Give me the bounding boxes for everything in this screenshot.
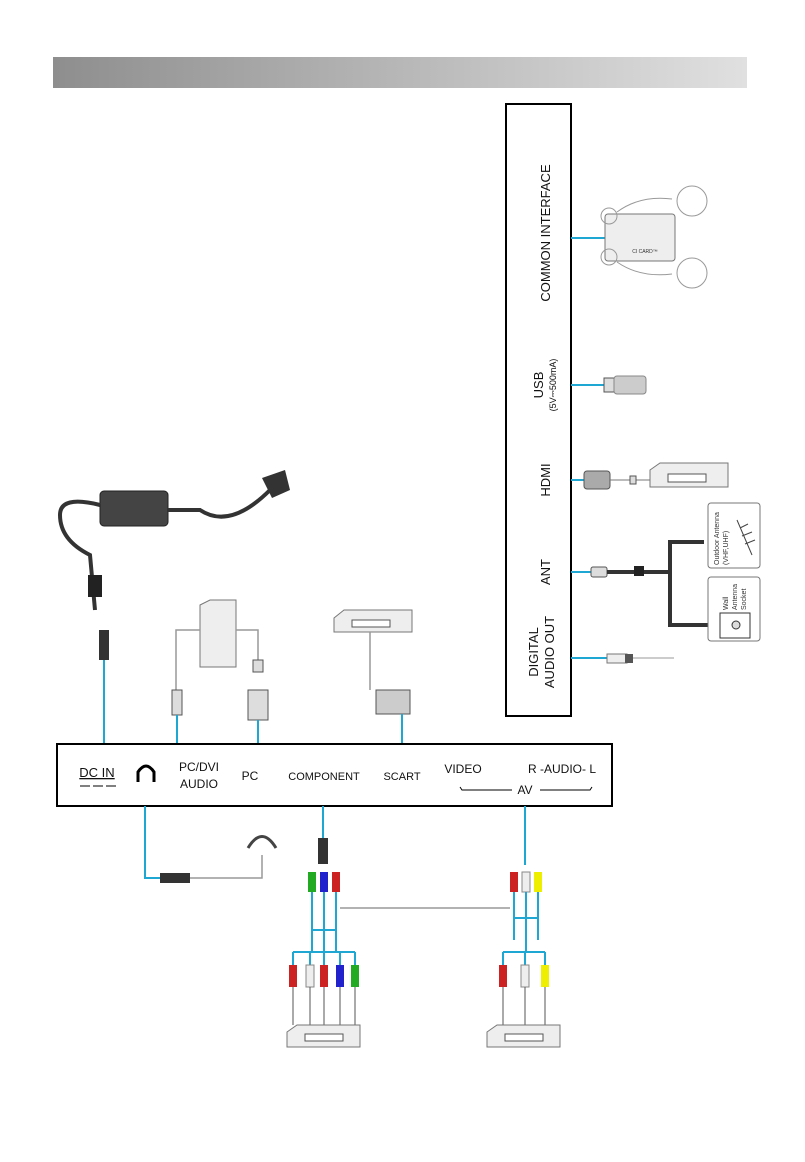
label-audio: R -AUDIO- L: [528, 762, 596, 776]
port-label-audio-out: AUDIO OUT: [542, 616, 557, 688]
antenna-connection: Outdoor Antenna (VHF,UHF) Wall Antenna S…: [571, 503, 760, 641]
outdoor-antenna-label: Outdoor Antenna: [714, 512, 721, 565]
scart-player: [334, 610, 412, 744]
label-pc: PC: [242, 769, 259, 783]
port-label-ant: ANT: [538, 559, 553, 585]
label-component: COMPONENT: [288, 771, 360, 783]
usb-plug: [571, 376, 646, 394]
port-sublabel-usb: (5V⎓500mA): [548, 359, 558, 412]
label-dc-in: DC IN: [79, 765, 114, 780]
label-pc-dvi: PC/DVI: [179, 760, 219, 774]
label-video: VIDEO: [444, 762, 481, 776]
label-pc-dvi-audio: AUDIO: [180, 777, 218, 791]
ci-card: CI CARD™: [571, 186, 707, 288]
outdoor-antenna-band: (VHF,UHF): [723, 531, 730, 565]
label-av: AV: [517, 783, 532, 797]
port-label-hdmi: HDMI: [538, 463, 553, 496]
hdmi-cable-and-player: [571, 463, 728, 489]
port-label-common-interface: COMMON INTERFACE: [538, 164, 553, 302]
port-label-digital: DIGITAL: [526, 627, 541, 677]
headphone-cable: [145, 806, 276, 883]
wall-socket-label-2: Antenna: [732, 584, 739, 610]
port-label-usb: USB: [531, 372, 546, 399]
wall-socket-label-3: Socket: [741, 589, 748, 610]
pc-tower: [172, 600, 268, 744]
wall-socket-label-1: Wall: [723, 596, 730, 610]
optical-cable: [571, 654, 674, 663]
label-scart: SCART: [383, 771, 420, 783]
ci-card-label: CI CARD™: [632, 249, 658, 255]
component-cable: [287, 806, 360, 1047]
header-bar: [53, 57, 747, 88]
av-cable: [487, 806, 560, 1047]
